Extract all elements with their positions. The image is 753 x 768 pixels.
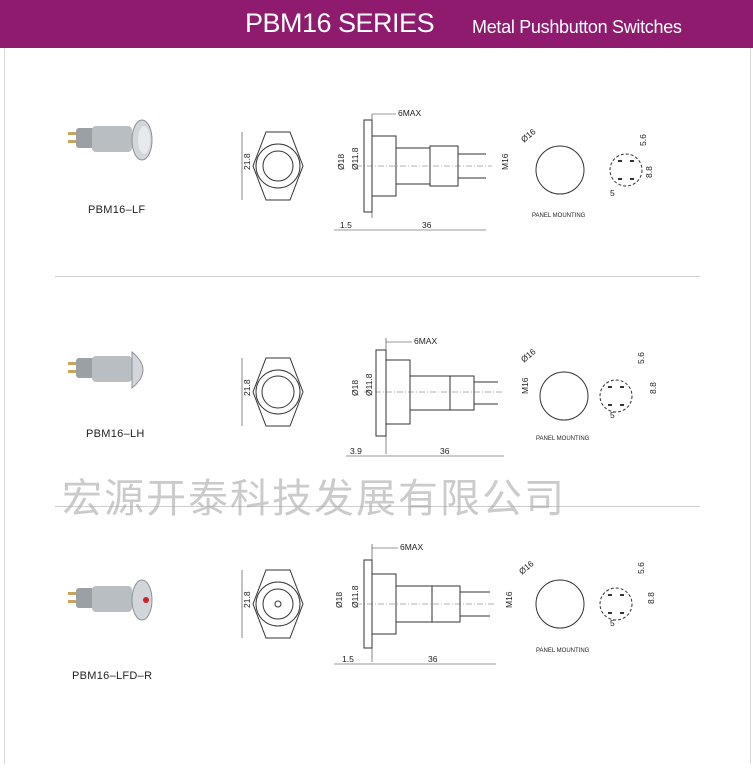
max-thickness-label: 6MAX <box>398 108 421 118</box>
bezel-depth-label: 3.9 <box>350 446 362 456</box>
panel-hole-label: Ø16 <box>517 558 536 576</box>
thread-label: M16 <box>500 153 510 170</box>
panel-mounting-label: PANEL MOUNTING <box>536 648 590 654</box>
panel-hole-label: Ø16 <box>519 346 538 364</box>
pin-dim-b-label: 8.8 <box>648 382 658 394</box>
front-height-label: 21.8 <box>242 379 252 396</box>
pin-dim-c-label: 5 <box>610 410 615 420</box>
pin-dim-c-label: 5 <box>610 618 615 628</box>
inner-diameter-label: Ø11.8 <box>350 147 360 170</box>
product-row-lfd-r: PBM16–LFD–R 21.8 6MAX Ø18 Ø11.8 M16 1.5 … <box>0 540 753 710</box>
thread-label: M16 <box>520 377 530 394</box>
body-length-label: 36 <box>422 220 432 230</box>
pin-dim-c-label: 5 <box>610 188 615 198</box>
bezel-depth-label: 1.5 <box>342 654 354 664</box>
inner-diameter-label: Ø11.8 <box>364 373 374 396</box>
panel-mounting-label: PANEL MOUNTING <box>536 436 590 442</box>
series-title: PBM16 SERIES <box>245 8 435 38</box>
front-height-label: 21.8 <box>242 153 252 170</box>
product-photo <box>68 579 153 621</box>
body-length-label: 36 <box>428 654 438 664</box>
pin-dim-a-label: 5.6 <box>638 134 648 146</box>
series-subtitle: Metal Pushbutton Switches <box>472 17 682 37</box>
outer-diameter-label: Ø18 <box>336 154 346 170</box>
bezel-depth-label: 1.5 <box>340 220 352 230</box>
page-header: PBM16 SERIES Metal Pushbutton Switches <box>0 0 753 48</box>
product-photo <box>68 119 153 161</box>
content-frame <box>4 48 751 764</box>
max-thickness-label: 6MAX <box>414 336 437 346</box>
max-thickness-label: 6MAX <box>400 542 423 552</box>
product-row-lf: PBM16–LF 21.8 6MAX Ø18 Ø11.8 M16 1.5 36 … <box>0 100 753 270</box>
product-row-lh: PBM16–LH 21.8 6MAX Ø18 Ø11.8 M16 3.9 36 … <box>0 330 753 500</box>
product-photo <box>68 350 144 390</box>
panel-mounting-label: PANEL MOUNTING <box>532 213 586 219</box>
inner-diameter-label: Ø11.8 <box>350 585 360 608</box>
pin-dim-b-label: 8.8 <box>646 592 656 604</box>
row-divider-2 <box>55 506 700 507</box>
technical-drawing: 21.8 6MAX Ø18 Ø11.8 M16 1.5 36 Ø16 5.6 8… <box>241 542 656 665</box>
row-divider-1 <box>55 276 700 277</box>
pin-dim-a-label: 5.6 <box>636 352 646 364</box>
pin-dim-a-label: 5.6 <box>636 562 646 574</box>
pin-dim-b-label: 8.8 <box>644 166 654 178</box>
product-name: PBM16–LF <box>88 204 146 216</box>
outer-diameter-label: Ø18 <box>350 380 360 396</box>
technical-drawing: 21.8 6MAX Ø18 Ø11.8 M16 3.9 36 Ø16 5.6 8… <box>241 336 658 457</box>
panel-hole-label: Ø16 <box>519 126 538 144</box>
technical-drawing: 21.8 6MAX Ø18 Ø11.8 M16 1.5 36 Ø16 5.6 8… <box>241 108 654 231</box>
body-length-label: 36 <box>440 446 450 456</box>
product-name: PBM16–LFD–R <box>72 670 153 682</box>
outer-diameter-label: Ø18 <box>334 592 344 608</box>
product-name: PBM16–LH <box>86 428 145 440</box>
thread-label: M16 <box>504 591 514 608</box>
company-watermark: 宏源开泰科技发展有限公司 <box>62 476 566 522</box>
front-height-label: 21.8 <box>242 591 252 608</box>
